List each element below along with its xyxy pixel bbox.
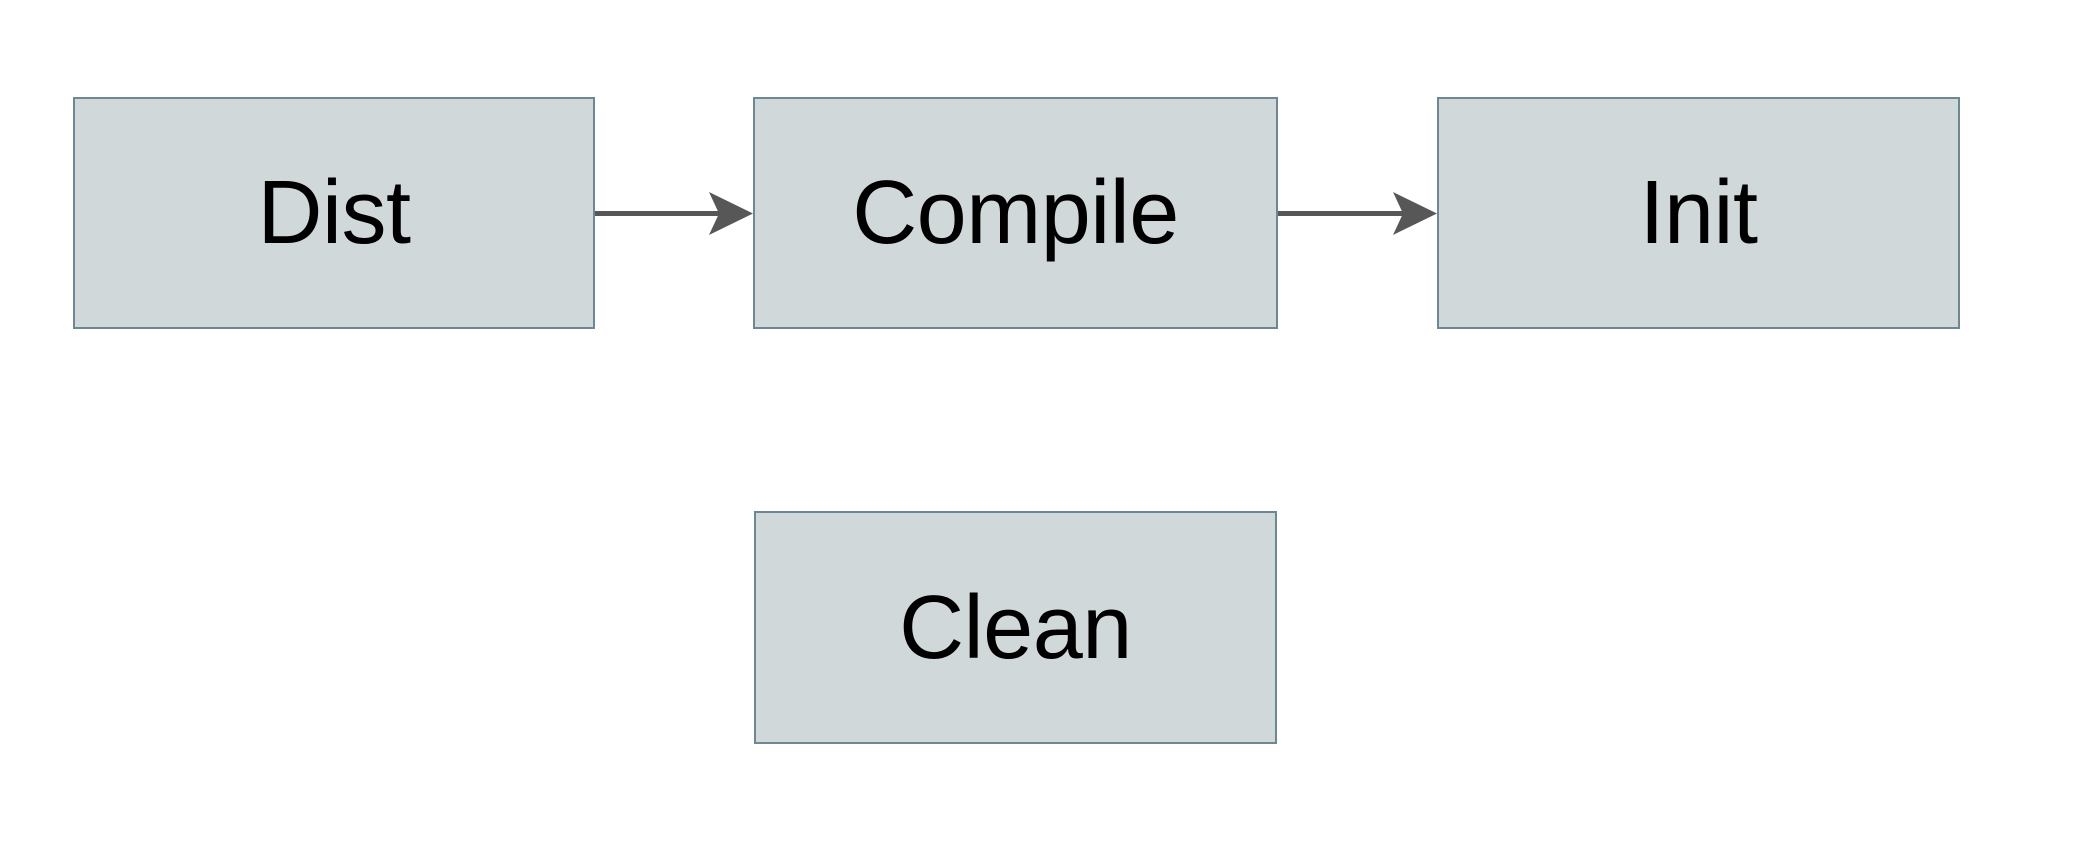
- edge-dist-to-compile: [595, 192, 753, 235]
- node-init[interactable]: Init: [1437, 97, 1960, 329]
- node-dist[interactable]: Dist: [73, 97, 595, 329]
- node-compile-label: Compile: [852, 163, 1179, 263]
- node-clean-label: Clean: [899, 577, 1132, 678]
- edge-compile-to-init-arrowhead: [1393, 192, 1437, 235]
- node-compile[interactable]: Compile: [753, 97, 1278, 329]
- edge-dist-to-compile-arrowhead: [709, 192, 753, 235]
- node-clean[interactable]: Clean: [754, 511, 1277, 744]
- edge-compile-to-init: [1278, 192, 1437, 235]
- node-dist-label: Dist: [257, 163, 412, 263]
- node-init-label: Init: [1639, 163, 1758, 263]
